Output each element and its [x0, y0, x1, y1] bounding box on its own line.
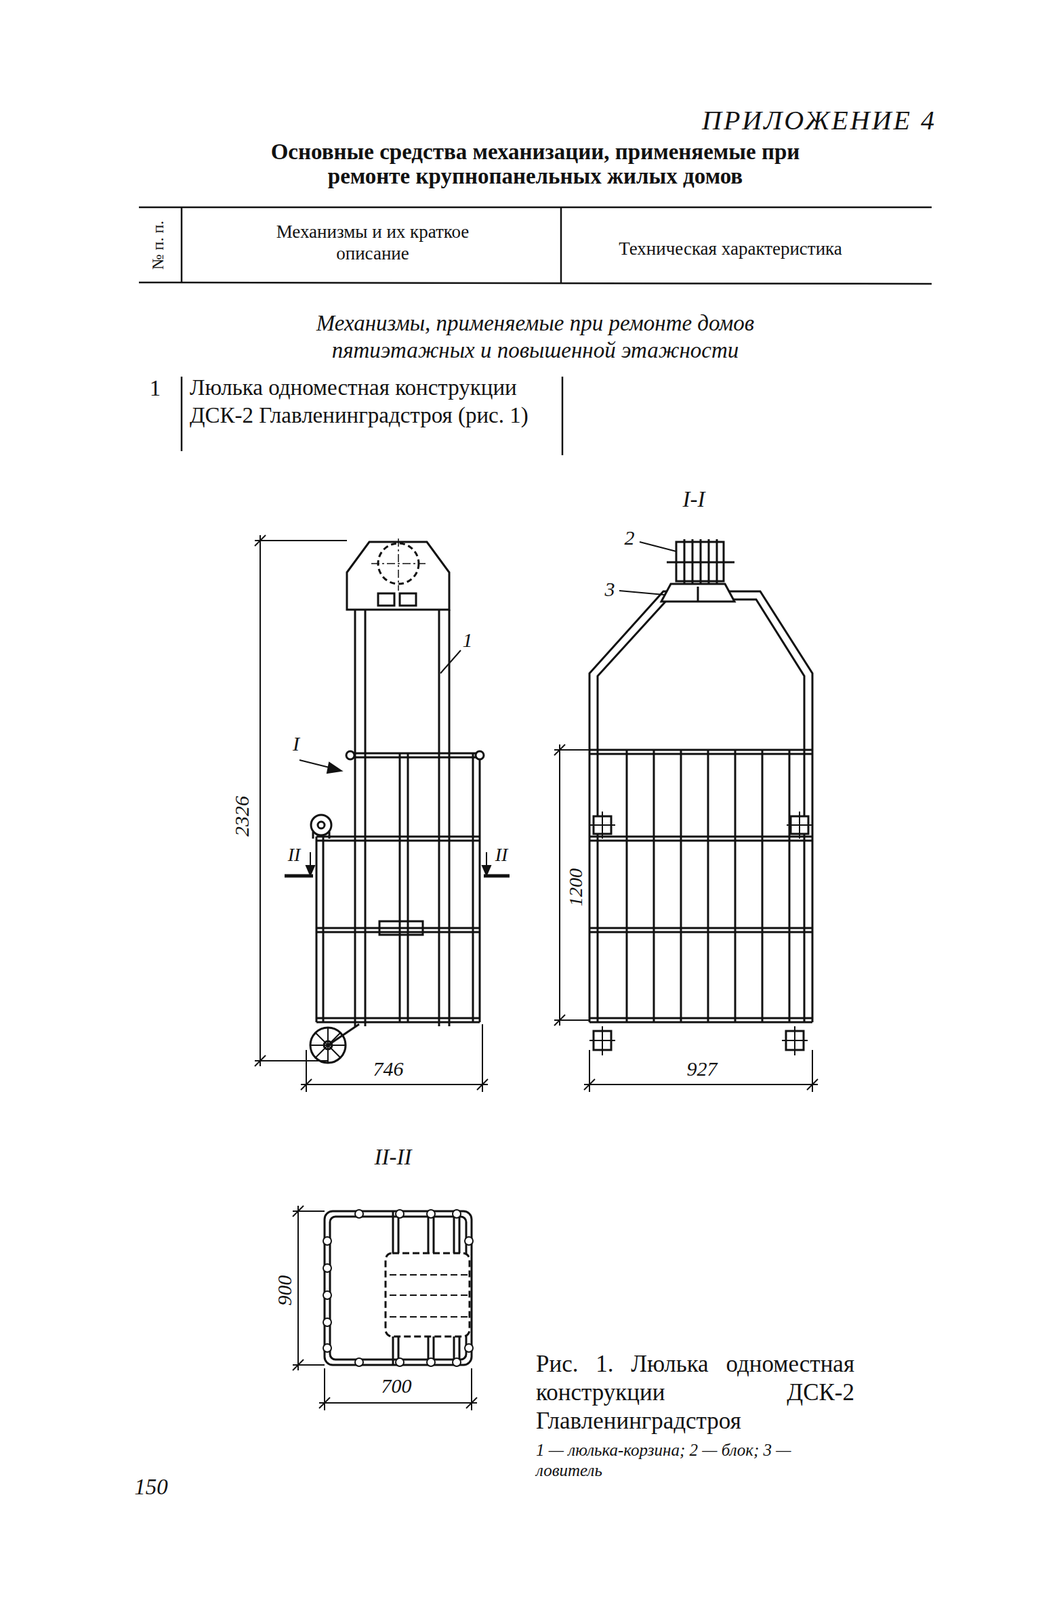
section-mark: II	[495, 843, 509, 867]
page-title: Основные средства механизации, применяем…	[257, 139, 814, 189]
view-mark: I	[292, 731, 300, 757]
page-number: 150	[134, 1474, 169, 1502]
part-list: 1 — люлька-корзина; 2 — блок; 3 — ловите…	[535, 1440, 855, 1482]
section-mark: II	[287, 843, 301, 867]
front-view	[589, 539, 813, 1056]
dimension: 746	[373, 1057, 404, 1082]
table-rules	[138, 207, 932, 456]
row-number: 1	[149, 375, 162, 403]
side-view	[310, 538, 484, 1064]
appendix-heading: ПРИЛОЖЕНИЕ 4	[701, 104, 937, 137]
dimension: 900	[272, 1275, 297, 1307]
section-view	[323, 1210, 473, 1367]
view-label: I-I	[682, 486, 706, 514]
table-header: Техническая характеристика	[618, 237, 843, 260]
dimension: 1200	[564, 868, 588, 907]
table-header: Механизмы и их краткое описание	[260, 220, 485, 265]
view-label: II-II	[374, 1144, 412, 1172]
section-dimensions	[292, 1206, 478, 1411]
side-dimensions	[254, 535, 510, 1093]
table-header: № п. п.	[148, 220, 169, 271]
figure-caption: Рис. 1. Люлька одноместная конструкции Д…	[535, 1350, 855, 1436]
table-cell: Люлька одноместная конструкции ДСК-2 Гла…	[189, 374, 559, 430]
dimension: 2326	[229, 796, 255, 837]
section-heading: Механизмы, применяемые при ремонте домов…	[254, 310, 817, 364]
front-dimensions	[554, 542, 818, 1093]
dimension: 700	[381, 1374, 412, 1399]
callout-number: 3	[605, 577, 616, 602]
callout-number: 2	[624, 525, 635, 551]
callout-number: 1	[462, 628, 473, 653]
dimension: 927	[687, 1057, 718, 1082]
